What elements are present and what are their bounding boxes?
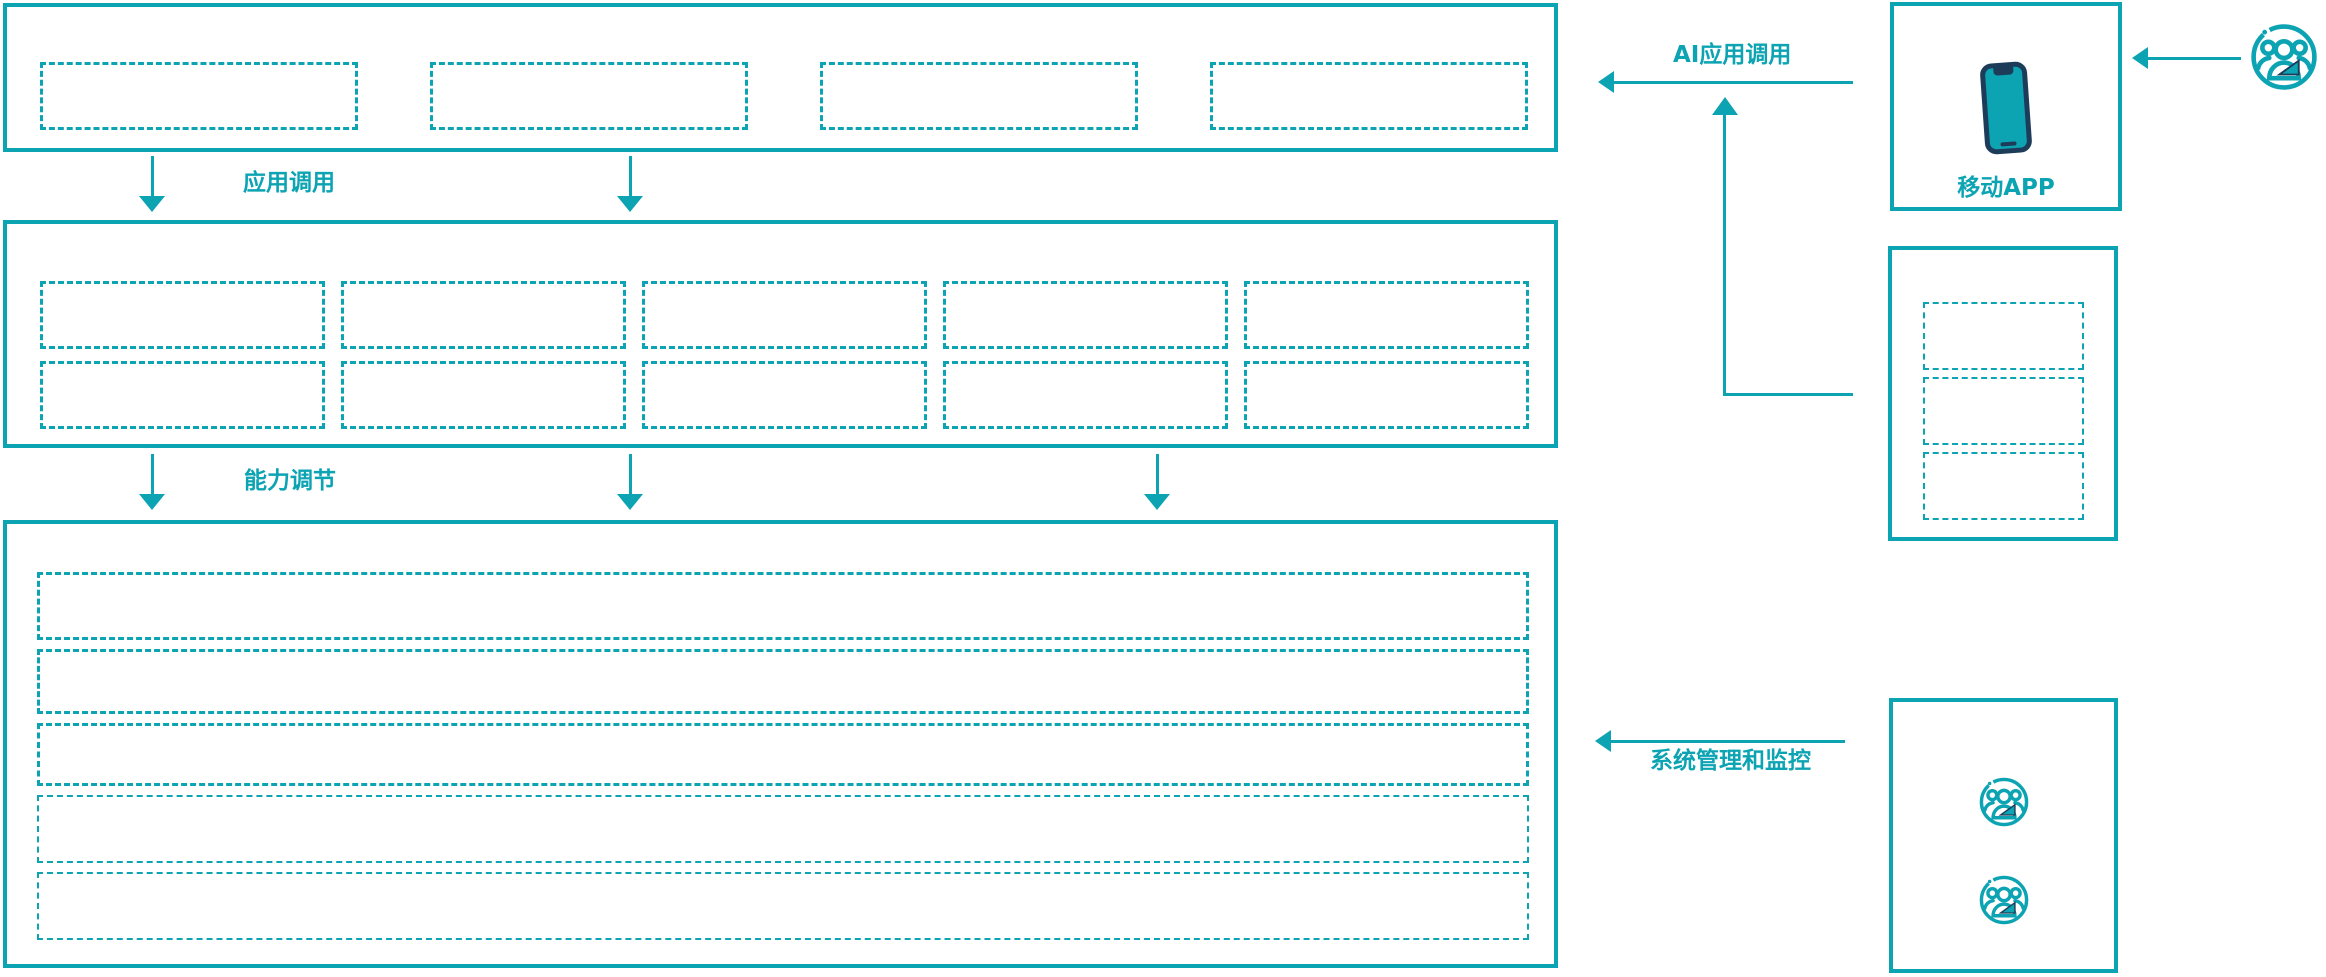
users-icon	[1979, 777, 2028, 827]
system-monitor-arrow-line	[1611, 740, 1845, 743]
arrow-down-icon	[139, 494, 165, 510]
application-layer-box	[3, 3, 1558, 152]
system-monitor-label: 系统管理和监控	[1650, 748, 1811, 774]
capability-placeholder-box	[943, 281, 1228, 349]
capability-placeholder-box	[1244, 361, 1529, 429]
arrow-left-icon	[1598, 71, 1614, 93]
ai-app-call-label: AI应用调用	[1673, 42, 1792, 68]
arrow-down-icon	[139, 196, 165, 212]
capability-adjust-label: 能力调节	[244, 468, 336, 494]
stack-placeholder-box	[1922, 302, 2084, 370]
arrow-left-icon	[2132, 47, 2148, 69]
arrow-down-icon	[617, 494, 643, 510]
application-placeholder-box	[430, 62, 748, 130]
capability-placeholder-box	[642, 361, 927, 429]
resource-layer-box	[3, 520, 1558, 968]
app-call-label: 应用调用	[243, 170, 335, 196]
resource-row-placeholder	[37, 572, 1529, 640]
mobile-app-label: 移动APP	[1957, 175, 2055, 201]
application-placeholder-box	[40, 62, 358, 130]
smartphone-icon	[1980, 61, 2032, 155]
arrow-down-icon	[1144, 494, 1170, 510]
stack-placeholder-box	[1922, 377, 2084, 445]
capability-placeholder-box	[40, 361, 325, 429]
capability-placeholder-box	[341, 281, 626, 349]
resource-row-placeholder	[37, 649, 1529, 714]
resource-row-placeholder	[37, 723, 1529, 786]
capability-adjust-arrow-line-3	[1156, 454, 1159, 494]
stack-placeholder-box	[1922, 452, 2084, 520]
stack-connector-vertical-line	[1723, 113, 1726, 395]
users-icon	[2251, 24, 2317, 90]
ai-app-call-arrow-line	[1614, 81, 1853, 84]
capability-placeholder-box	[341, 361, 626, 429]
application-placeholder-box	[820, 62, 1138, 130]
users-icon	[1979, 875, 2028, 925]
capability-placeholder-box	[40, 281, 325, 349]
middle-stack-box	[1888, 246, 2118, 541]
capability-placeholder-box	[642, 281, 927, 349]
end-user-arrow-line	[2148, 57, 2241, 60]
mobile-app-box: 移动APP	[1890, 2, 2122, 211]
app-call-arrow-line-2	[629, 156, 632, 196]
capability-placeholder-box	[1244, 281, 1529, 349]
application-placeholder-box	[1210, 62, 1528, 130]
admin-box	[1889, 698, 2118, 973]
capability-layer-box	[3, 220, 1558, 448]
arrow-up-icon	[1712, 97, 1738, 115]
resource-row-placeholder	[37, 872, 1529, 940]
stack-connector-horizontal-line	[1723, 393, 1853, 396]
resource-row-placeholder	[37, 795, 1529, 863]
arrow-down-icon	[617, 196, 643, 212]
app-call-arrow-line-1	[151, 156, 154, 196]
capability-adjust-arrow-line-1	[151, 454, 154, 494]
arrow-left-icon	[1595, 730, 1611, 752]
capability-adjust-arrow-line-2	[629, 454, 632, 494]
capability-placeholder-box	[943, 361, 1228, 429]
